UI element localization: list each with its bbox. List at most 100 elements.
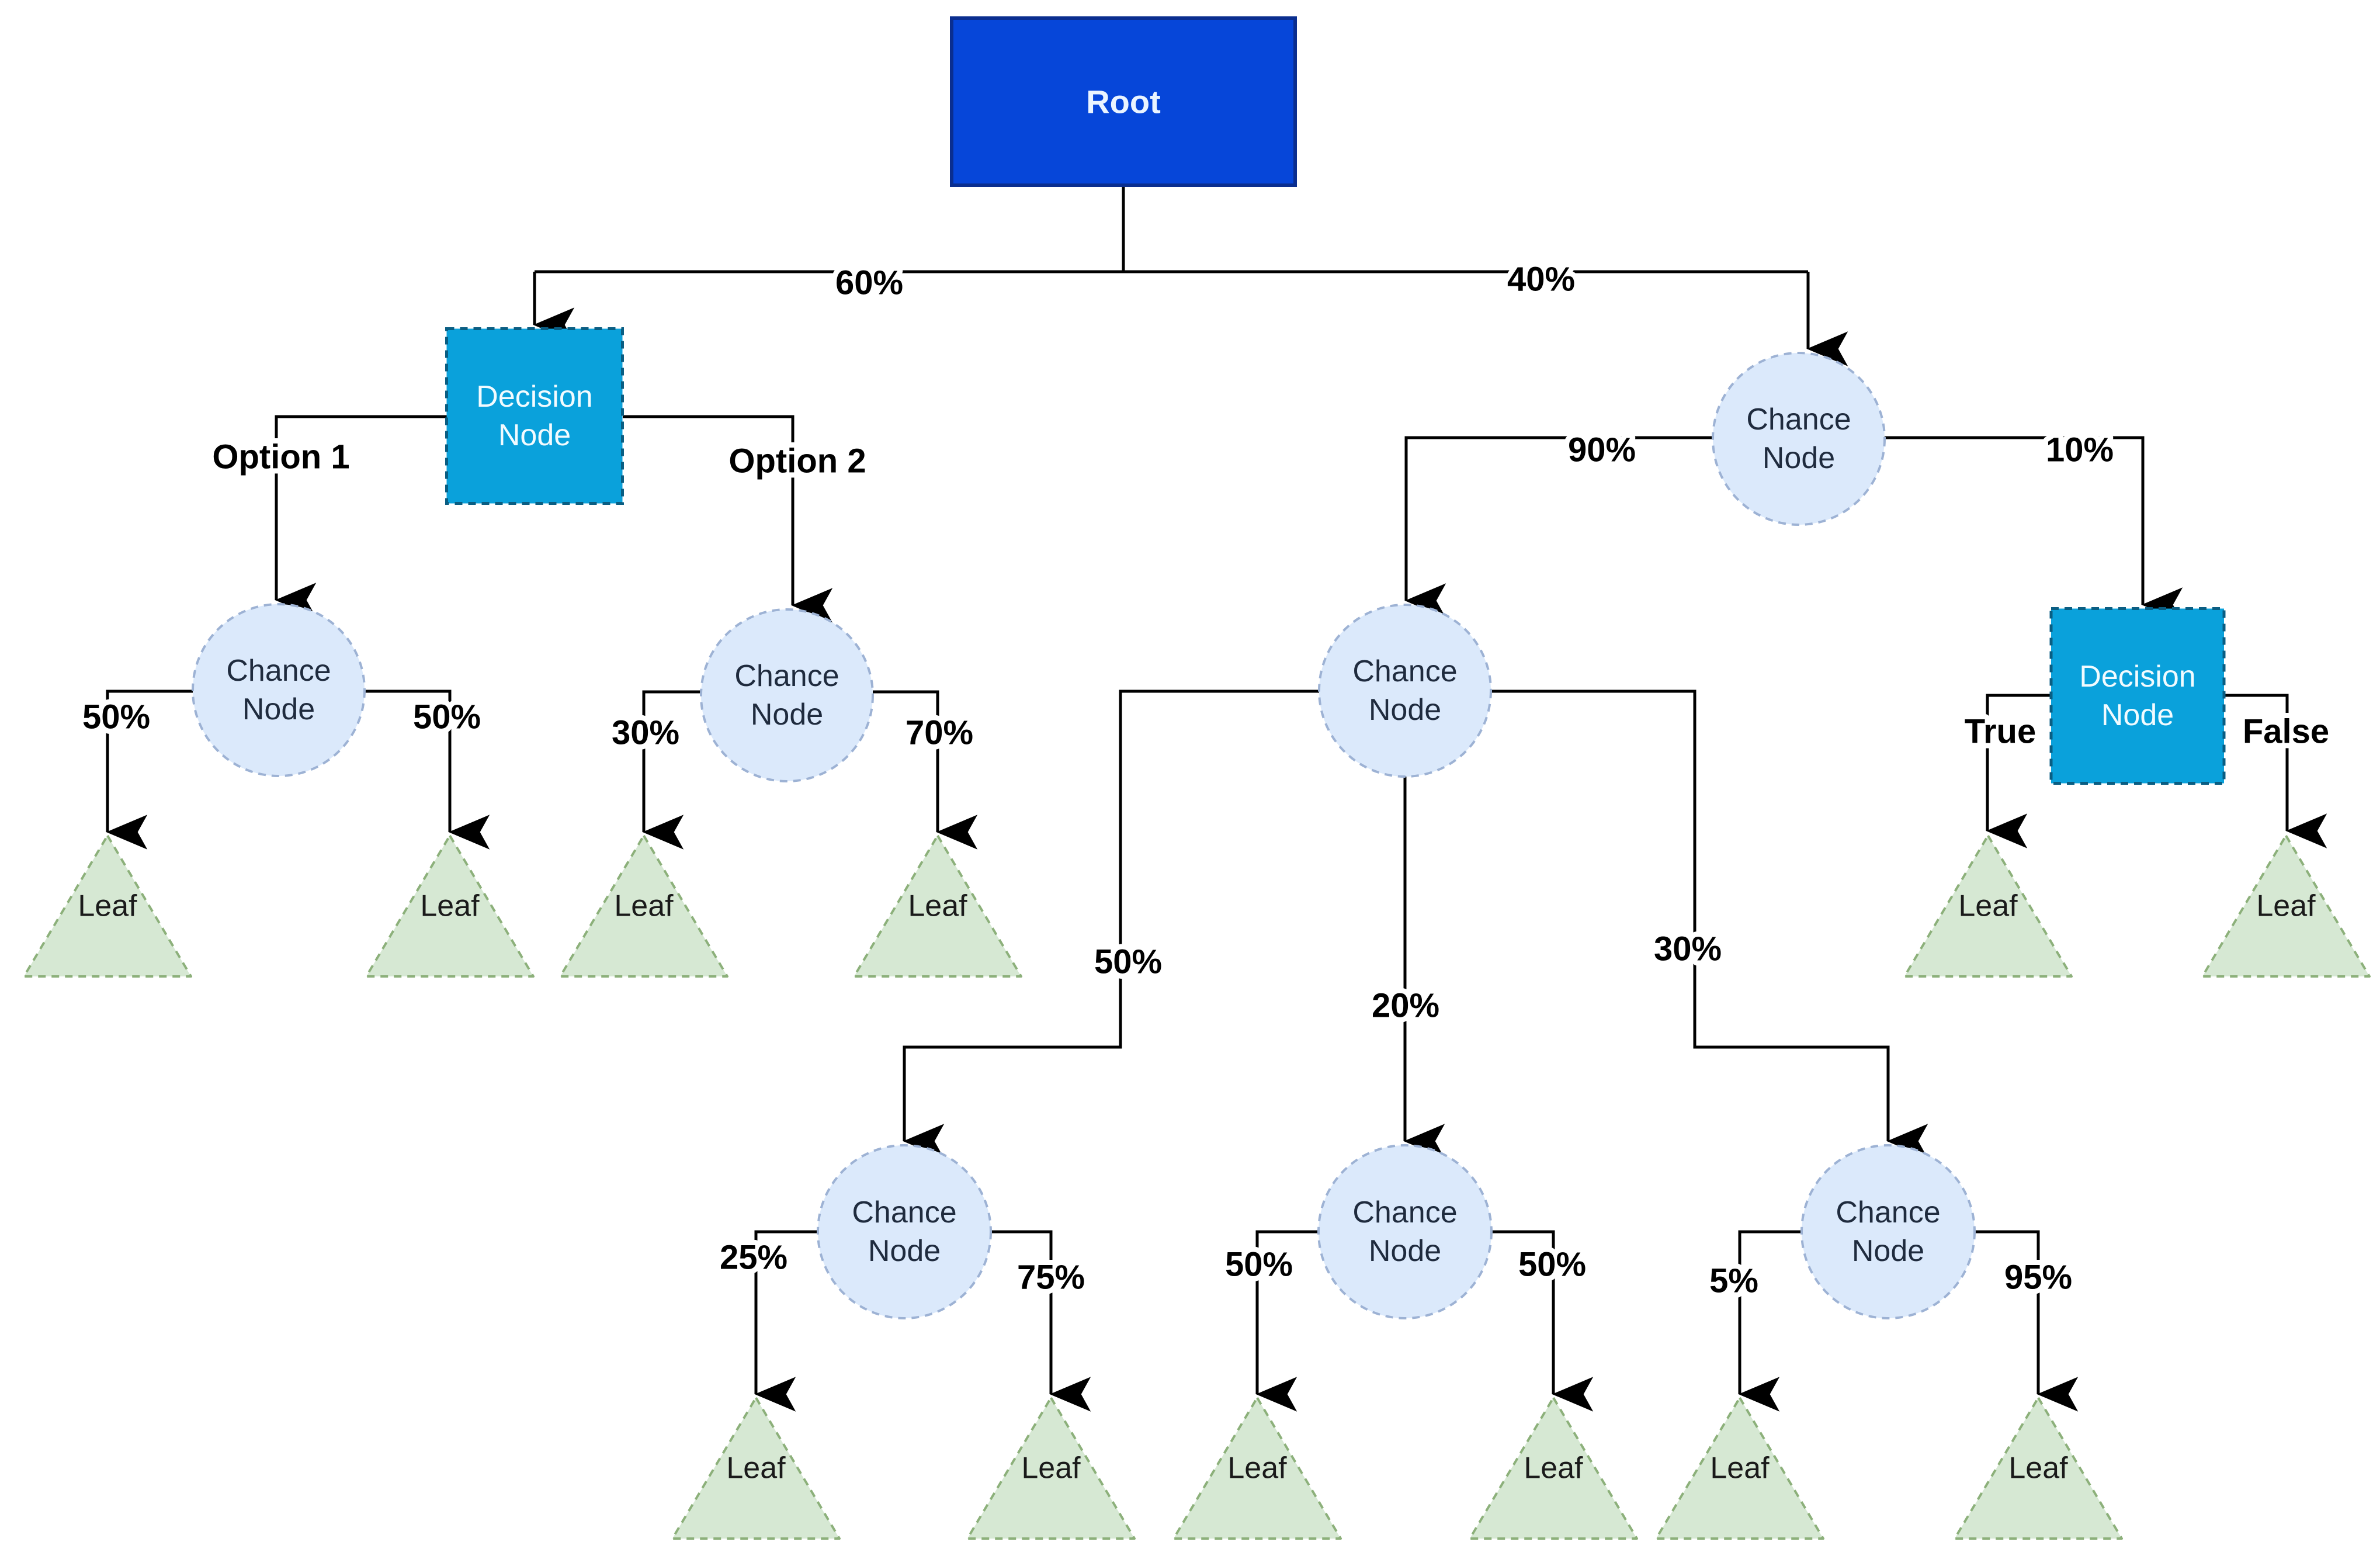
edge-label-cm-50: 50% [1094,943,1162,981]
edge-label-option2: Option 2 [728,442,866,480]
node-leaf-3: Leaf [559,834,728,978]
edge-label-c2-30: 30% [612,714,679,752]
edge-label-p10: 10% [2046,431,2114,469]
node-leaf-1-label-line1: Leaf [78,889,137,923]
edge-label-cm-30: 30% [1654,930,1722,968]
node-leaf-2: Leaf [365,834,535,978]
node-leaf-3-shape [559,834,728,978]
edges-layer [106,185,2327,1412]
edge-bl-right-75 [991,1230,1091,1412]
edge-label-p5: 5% [1709,1262,1758,1300]
node-chance-top-right-label-line2: Node [1763,441,1835,475]
edge-label-false: False [2243,713,2329,751]
node-decision-1-label-line1: Decision [476,380,592,414]
node-chance-bottom-left-shape [817,1144,992,1319]
node-chance-option1-label-line2: Node [242,692,315,726]
node-chance-bottom-left-label-line2: Node [868,1234,941,1268]
node-decision-1-label-line2: Node [498,418,571,452]
node-leaf-7-shape [671,1397,841,1540]
edge-d1-option1 [275,415,447,618]
node-leaf-8-label-line1: Leaf [1021,1451,1081,1485]
node-chance-bottom-right-label-line2: Node [1852,1234,1924,1268]
node-leaf-6: Leaf [2201,834,2371,978]
node-decision-2-shape [2049,607,2226,785]
node-root-shape [950,16,1297,187]
edge-label-p90: 90% [1568,431,1636,469]
node-leaf-6-shape [2201,834,2371,978]
edge-label-p60: 60% [835,264,903,302]
node-chance-top-right-shape [1712,352,1886,526]
node-leaf-10-label-line1: Leaf [1524,1451,1583,1485]
node-leaf-12-shape [1954,1397,2123,1540]
node-chance-bottom-mid-label-line2: Node [1369,1234,1441,1268]
node-leaf-4-label-line1: Leaf [908,889,967,923]
node-root-label-line1: Root [1086,84,1161,120]
node-leaf-12-label-line1: Leaf [2008,1451,2068,1485]
node-chance-bottom-mid-shape [1317,1144,1493,1319]
node-leaf-7-label-line1: Leaf [726,1451,786,1485]
node-leaf-12: Leaf [1954,1397,2123,1540]
edge-label-true: True [1965,713,2036,751]
edge-d2-true [1986,694,2051,848]
edge-label-p95: 95% [2004,1259,2072,1297]
edge-br-left-5 [1738,1230,1802,1412]
node-chance-bottom-mid-label-line1: Chance [1352,1196,1457,1229]
edge-c2-right-70 [873,690,978,850]
node-leaf-4-shape [853,834,1022,978]
edge-label-p75: 75% [1017,1259,1085,1297]
edge-ctr-right-10 [1885,436,2183,622]
node-root: Root [950,16,1297,187]
node-leaf-2-label-line1: Leaf [420,889,480,923]
edge-ctr-left-90 [1404,436,1713,618]
node-leaf-9: Leaf [1172,1397,1342,1540]
edge-c1-right-50 [365,690,490,850]
node-leaf-10: Leaf [1469,1397,1638,1540]
node-leaf-9-label-line1: Leaf [1227,1451,1287,1485]
edge-label-option1: Option 1 [212,438,349,476]
node-leaf-8-shape [966,1397,1136,1540]
node-chance-main-label-line1: Chance [1352,654,1457,688]
edge-d2-false [2224,694,2327,848]
edge-bm-left-50 [1255,1230,1319,1412]
node-leaf-9-shape [1172,1397,1342,1540]
node-chance-bottom-right-label-line1: Chance [1836,1196,1940,1229]
edge-bm-right-50 [1491,1230,1594,1412]
node-leaf-11-shape [1655,1397,1824,1540]
edge-cm-left-50 [903,690,1319,1159]
node-leaf-11-label-line1: Leaf [1710,1451,1770,1485]
node-chance-main-label-line2: Node [1369,693,1441,727]
edge-label-cm-20: 20% [1372,987,1439,1025]
node-decision-2-label-line2: Node [2101,698,2174,732]
node-leaf-6-label-line1: Leaf [2256,889,2316,923]
node-chance-bottom-right-shape [1800,1144,1976,1319]
node-chance-option2-label-line2: Node [751,698,823,732]
node-chance-bottom-left-label-line1: Chance [852,1196,956,1229]
node-leaf-5-shape [1903,834,2073,978]
edge-bl-left-25 [754,1230,818,1412]
node-leaf-2-shape [365,834,535,978]
node-leaf-4: Leaf [853,834,1022,978]
node-leaf-1: Leaf [23,834,192,978]
node-leaf-1-shape [23,834,192,978]
edge-label-p25: 25% [720,1239,787,1277]
edge-label-bm-50l: 50% [1225,1246,1293,1284]
edge-label-p40: 40% [1507,261,1575,299]
nodes-layer: RootDecisionNodeChanceNodeChanceNodeChan… [23,16,2371,1540]
edge-label-bm-50r: 50% [1518,1246,1586,1284]
node-chance-top-right-label-line1: Chance [1746,403,1851,436]
node-leaf-8: Leaf [966,1397,1136,1540]
edge-d1-option2 [623,415,833,623]
node-leaf-5: Leaf [1903,834,2073,978]
edge-br-right-95 [1975,1230,2079,1412]
